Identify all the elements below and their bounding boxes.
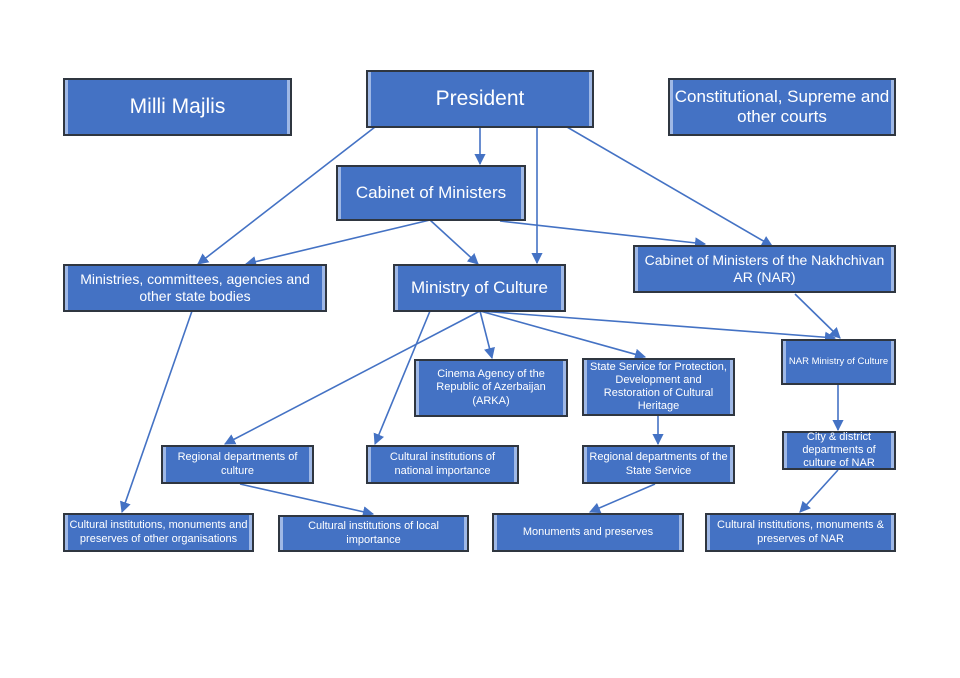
monuments-preserves-label: Monuments and preserves [522,525,654,538]
connector-ministry-culture-regional [224,310,481,445]
connector-regional-state-monuments [588,483,656,514]
nar-institutions-label: Cultural institutions, monuments & prese… [717,519,884,545]
cabinet-nar-label: Cabinet of Ministers of the Nakhchivan A… [644,252,885,285]
president-label: President [435,87,525,111]
nar-ministry-box: NAR Ministry of Culture [781,339,896,385]
milli-majlis-box: Milli Majlis [63,78,292,136]
cabinet-of-ministers-label: Cabinet of Ministers [355,182,507,202]
connector-ministry-culture-cinema [479,310,495,360]
cabinet-of-ministers-box: Cabinet of Ministers [336,165,526,221]
state-service-box: State Service for Protection, Developmen… [582,358,735,416]
nar-institutions-box: Cultural institutions, monuments & prese… [705,513,896,552]
milli-majlis-label: Milli Majlis [129,95,226,119]
regional-culture-box: Regional departments of culture [161,445,314,484]
local-institutions-label: Cultural institutions of local importanc… [308,520,439,546]
connector-ministries-other-org [120,310,193,514]
national-institutions-box: Cultural institutions of national import… [366,445,519,484]
connector-ministry-culture-state-service [479,310,647,360]
connector-cabinet-nar-nar-ministry [794,293,841,339]
courts-label: Constitutional, Supreme and other courts [674,86,890,126]
regional-state-service-label: Regional departments of the State Servic… [589,451,728,477]
ministries-label: Ministries, committees, agencies and oth… [80,271,310,304]
connector-cabinet-ministries [244,219,431,268]
monuments-preserves-box: Monuments and preserves [492,513,684,552]
regional-state-service-box: Regional departments of the State Servic… [582,445,735,484]
cabinet-nar-box: Cabinet of Ministers of the Nakhchivan A… [633,245,896,293]
cinema-agency-box: Cinema Agency of the Republic of Azerbai… [414,359,568,417]
ministries-box: Ministries, committees, agencies and oth… [63,264,327,312]
nar-ministry-label: NAR Ministry of Culture [788,356,889,368]
city-district-nar-box: City & district departments of culture o… [782,431,896,470]
local-institutions-box: Cultural institutions of local importanc… [278,515,469,552]
connector-president-cabinet-nar [566,126,773,247]
state-service-label: State Service for Protection, Developmen… [590,360,727,413]
connector-ministry-culture-national [373,310,431,446]
cinema-agency-label: Cinema Agency of the Republic of Azerbai… [436,368,546,407]
ministry-of-culture-box: Ministry of Culture [393,264,566,312]
other-org-institutions-box: Cultural institutions, monuments and pre… [63,513,254,552]
city-district-nar-label: City & district departments of culture o… [802,430,876,470]
connector-president-ministries [197,126,376,265]
connector-ministry-culture-nar-ministry [479,310,837,343]
courts-box: Constitutional, Supreme and other courts [668,78,896,136]
ministry-of-culture-label: Ministry of Culture [411,277,548,297]
connector-regional-local [239,483,375,518]
connector-cabinet-ministry-culture [429,219,479,265]
regional-culture-label: Regional departments of culture [177,451,298,477]
connector-cabinet-cabinet-nar [499,220,707,249]
national-institutions-label: Cultural institutions of national import… [389,451,496,477]
other-org-institutions-label: Cultural institutions, monuments and pre… [69,519,248,545]
connector-city-nar-institutions [799,469,839,513]
president-box: President [366,70,594,128]
